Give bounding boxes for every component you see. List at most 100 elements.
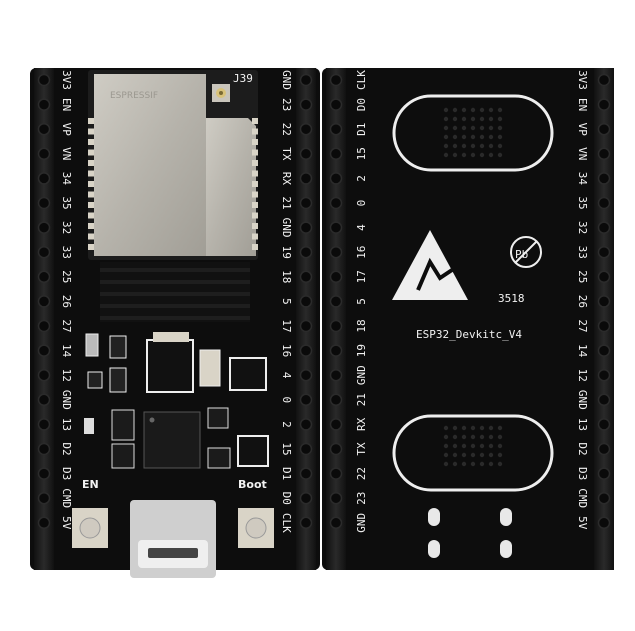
header-pin bbox=[329, 442, 343, 456]
header-pin bbox=[299, 221, 313, 234]
pin-label: D0 bbox=[280, 492, 293, 505]
header-pin bbox=[597, 491, 611, 505]
micro-usb-port bbox=[130, 500, 216, 578]
front-board: 3V3ENVPVN343532332526271412GND13D2D3CMD5… bbox=[30, 68, 320, 578]
header-pin bbox=[597, 344, 611, 357]
header-pin bbox=[37, 516, 51, 530]
svg-text:Pb: Pb bbox=[515, 248, 528, 261]
header-pin bbox=[597, 467, 611, 480]
header-pin bbox=[299, 270, 313, 284]
header-pin bbox=[37, 172, 51, 185]
pin-label: D3 bbox=[576, 467, 589, 480]
header-pin bbox=[329, 319, 343, 333]
header-pin bbox=[597, 221, 611, 234]
header-pin bbox=[329, 147, 343, 161]
pin-label: 0 bbox=[355, 200, 368, 207]
pin-label: GND bbox=[355, 365, 368, 385]
pin-label: GND bbox=[280, 218, 293, 238]
header-pin bbox=[299, 418, 313, 431]
board-name: ESP32_Devkitc_V4 bbox=[416, 328, 522, 341]
header-pin bbox=[329, 73, 343, 87]
header-pin bbox=[329, 393, 343, 407]
header-pin bbox=[299, 147, 313, 161]
pin-label: 13 bbox=[60, 418, 73, 431]
header-pin bbox=[299, 516, 313, 530]
pin-label: 4 bbox=[280, 372, 293, 379]
pin-label: D3 bbox=[60, 467, 73, 480]
pin-label: 5 bbox=[355, 298, 368, 305]
pin-label: 32 bbox=[60, 221, 73, 234]
pin-label: TX bbox=[280, 147, 293, 161]
header-pin bbox=[37, 98, 51, 111]
header-pin bbox=[37, 344, 51, 357]
pin-label: 21 bbox=[280, 196, 293, 209]
header-pin bbox=[37, 147, 51, 161]
module-pads-right bbox=[252, 118, 258, 250]
via-grid-bottom bbox=[443, 425, 503, 467]
header-pin bbox=[597, 516, 611, 530]
pin-label: 26 bbox=[60, 295, 73, 308]
header-pin bbox=[597, 73, 611, 87]
header-pin bbox=[37, 368, 51, 382]
pin-label: CLK bbox=[355, 70, 368, 90]
en-button[interactable]: EN bbox=[72, 478, 108, 548]
pin-label: D2 bbox=[60, 442, 73, 455]
pin-label: 3V3 bbox=[576, 70, 589, 90]
header-pin bbox=[597, 368, 611, 382]
header-pin bbox=[299, 245, 313, 259]
header-pin bbox=[329, 245, 343, 259]
pin-label: 33 bbox=[60, 246, 73, 259]
pb-free-icon: Pb bbox=[510, 236, 542, 268]
pin-label: 15 bbox=[280, 442, 293, 455]
header-pin bbox=[37, 122, 51, 136]
pin-label: EN bbox=[60, 98, 73, 111]
header-pin bbox=[597, 172, 611, 185]
header-pin bbox=[597, 442, 611, 456]
pin-label: 32 bbox=[576, 221, 589, 234]
pin-label: 15 bbox=[355, 147, 368, 160]
pin-label: EN bbox=[576, 98, 589, 111]
header-pin bbox=[329, 270, 343, 284]
pin-label: 35 bbox=[60, 196, 73, 209]
pin-label: GND bbox=[280, 70, 293, 90]
module-pads-left bbox=[88, 118, 94, 250]
pin-label: 19 bbox=[280, 246, 293, 259]
front-left-pin-header bbox=[34, 68, 54, 570]
pin-label: CMD bbox=[576, 488, 589, 508]
pin-label: 5V bbox=[576, 516, 589, 530]
front-right-pin-header bbox=[296, 68, 316, 570]
pin-label: CLK bbox=[280, 513, 293, 533]
header-pin bbox=[299, 172, 313, 185]
header-pin bbox=[597, 98, 611, 111]
header-pin bbox=[299, 344, 313, 357]
pin-label: 5V bbox=[60, 516, 73, 530]
pin-label: 25 bbox=[60, 270, 73, 283]
pin-label: VP bbox=[60, 123, 73, 137]
pin-label: GND bbox=[576, 390, 589, 410]
pin-label: RX bbox=[355, 417, 368, 431]
header-pin bbox=[37, 73, 51, 87]
boot-label: Boot bbox=[238, 478, 267, 491]
pin-label: 26 bbox=[576, 295, 589, 308]
pin-label: 19 bbox=[355, 344, 368, 357]
header-pin bbox=[299, 196, 313, 210]
header-pin bbox=[37, 467, 51, 480]
module-shield-can bbox=[94, 74, 206, 256]
header-pin bbox=[329, 467, 343, 480]
pin-label: RX bbox=[280, 172, 293, 186]
module-brand: ESPRESSIF bbox=[110, 91, 158, 101]
pin-label: 33 bbox=[576, 246, 589, 259]
pin-label: D2 bbox=[576, 442, 589, 455]
pin-label: VN bbox=[60, 147, 73, 160]
pin-label: TX bbox=[355, 442, 368, 456]
pin-label: 34 bbox=[576, 172, 589, 186]
boot-button[interactable]: Boot bbox=[238, 478, 274, 548]
pin-label: 16 bbox=[355, 246, 368, 259]
header-pin bbox=[329, 418, 343, 431]
pin-label: GND bbox=[60, 390, 73, 410]
pin-label: 27 bbox=[576, 319, 589, 332]
header-pin bbox=[299, 442, 313, 456]
usb-uart-chip bbox=[143, 411, 201, 469]
